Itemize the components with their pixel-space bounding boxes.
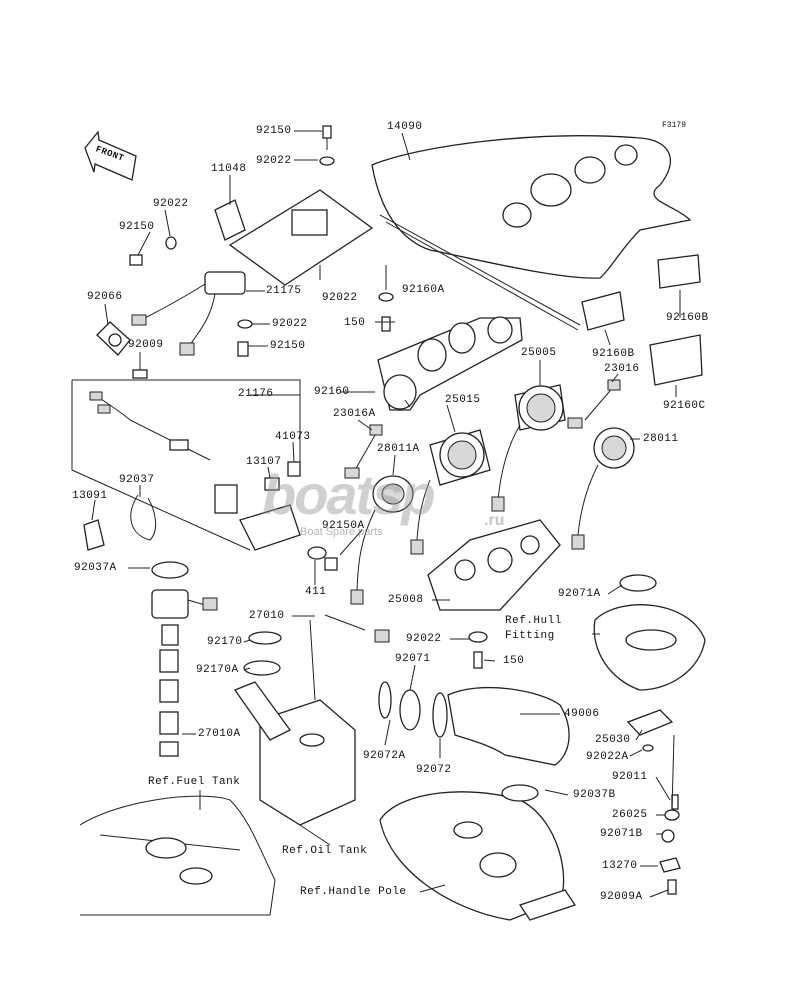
bolt-icon	[129, 125, 679, 895]
part-label-92072: 92072	[416, 764, 452, 776]
part-label-92011: 92011	[612, 771, 648, 783]
part-label-92009: 92009	[128, 339, 164, 351]
part-label-25008: 25008	[388, 594, 424, 606]
gasket-shape	[427, 519, 561, 611]
gauge-holder-shape	[377, 316, 523, 411]
part-label-27010: 27010	[249, 610, 285, 622]
part-label-49006: 49006	[564, 708, 600, 720]
watermark-tagline: Boat Spare parts	[300, 526, 383, 538]
rubber-block-shape	[581, 254, 703, 386]
part-label-92037B: 92037B	[573, 789, 616, 801]
part-label-28011: 28011	[643, 433, 679, 445]
gauge-28011-icon	[571, 427, 635, 550]
front-arrow-icon	[84, 130, 137, 181]
gauge-28011A-icon	[350, 475, 414, 605]
part-label-92022-mid: 92022	[272, 318, 308, 330]
ref-hull-fitting-line2: Fitting	[505, 630, 555, 642]
harness-panel-shape	[71, 379, 301, 551]
part-label-28011A: 28011A	[377, 443, 420, 455]
part-label-26025: 26025	[612, 809, 648, 821]
part-label-92037: 92037	[119, 474, 155, 486]
ref-oil-tank: Ref.Oil Tank	[282, 845, 368, 857]
part-label-92150-left: 92150	[119, 221, 155, 233]
ref-fuel-tank: Ref.Fuel Tank	[148, 776, 241, 788]
part-label-21175: 21175	[266, 285, 302, 297]
part-label-92022-b: 92022	[322, 292, 358, 304]
part-label-25015: 25015	[445, 394, 481, 406]
part-label-92022-c: 92022	[406, 633, 442, 645]
part-label-92022-top: 92022	[256, 155, 292, 167]
hull-fitting-shape	[593, 574, 706, 691]
gauge-25005-icon	[491, 384, 566, 512]
figure-code: F3179	[662, 121, 687, 130]
part-label-150-b: 150	[503, 655, 525, 667]
part-label-92072A: 92072A	[363, 750, 406, 762]
part-label-92150-mid: 92150	[270, 340, 306, 352]
part-label-92022A: 92022A	[586, 751, 629, 763]
fuel-sender-shape	[151, 561, 218, 757]
part-label-23016A: 23016A	[333, 408, 376, 420]
coil-shape	[131, 271, 246, 356]
ref-hull-fitting-line1: Ref.Hull	[505, 615, 562, 627]
watermark-logo-text: boatsp	[262, 463, 436, 526]
fuel-tank-shape	[79, 795, 276, 916]
part-label-92150A: 92150A	[322, 520, 365, 532]
part-label-92037A: 92037A	[74, 562, 117, 574]
duct-shape	[378, 681, 570, 766]
sensor-icon	[344, 379, 621, 479]
part-label-92150-top: 92150	[256, 125, 292, 137]
part-label-92160B: 92160B	[666, 312, 709, 324]
part-label-25030: 25030	[595, 734, 631, 746]
part-label-92160: 92160	[314, 386, 350, 398]
oil-tank-shape	[233, 614, 390, 826]
ref-handle-pole: Ref.Handle Pole	[300, 886, 407, 898]
clip-icon	[264, 461, 301, 491]
watermark-logo: boatsp .ru Boat Spare parts	[262, 462, 532, 546]
part-label-411: 411	[305, 586, 327, 598]
part-label-92170: 92170	[207, 636, 243, 648]
part-label-92071A: 92071A	[558, 588, 601, 600]
part-label-25005: 25005	[521, 347, 557, 359]
leader-lines	[91, 130, 681, 898]
part-label-11048: 11048	[211, 163, 247, 175]
part-label-13091: 13091	[72, 490, 108, 502]
part-label-92160A: 92160A	[402, 284, 445, 296]
part-label-92071: 92071	[395, 653, 431, 665]
grommet-shape	[96, 321, 131, 356]
part-label-92009A: 92009A	[600, 891, 643, 903]
part-label-92071B: 92071B	[600, 828, 643, 840]
part-label-41073: 41073	[275, 431, 311, 443]
part-label-21176: 21176	[238, 388, 274, 400]
part-label-92022-left: 92022	[153, 198, 189, 210]
part-label-92160C: 92160C	[663, 400, 706, 412]
cover-shape	[371, 135, 692, 331]
part-label-92170A: 92170A	[196, 664, 239, 676]
part-label-23016: 23016	[604, 363, 640, 375]
pad-icon	[83, 494, 157, 551]
part-label-150-a: 150	[344, 317, 366, 329]
handle-pole-shape	[379, 784, 577, 921]
part-label-13107: 13107	[246, 456, 282, 468]
part-label-14090: 14090	[387, 121, 423, 133]
gauge-25015-icon	[410, 429, 491, 555]
part-label-92160B-right: 92160B	[592, 348, 635, 360]
part-label-92066: 92066	[87, 291, 123, 303]
bracket-shape	[214, 189, 374, 286]
watermark-suffix: .ru	[484, 512, 505, 529]
switch-icon	[626, 709, 681, 873]
part-label-13270: 13270	[602, 860, 638, 872]
part-label-27010A: 27010A	[198, 728, 241, 740]
